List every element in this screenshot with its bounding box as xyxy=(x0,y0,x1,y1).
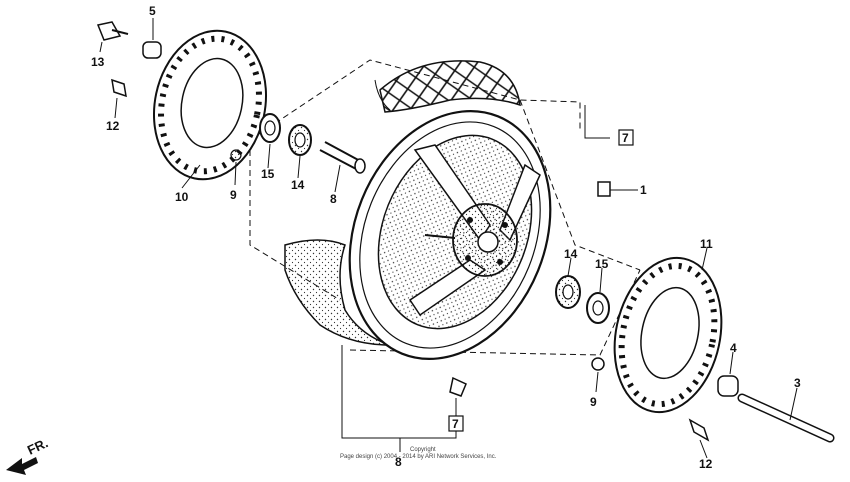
copyright-notice: Copyright Page design (c) 2004 - 2014 by… xyxy=(340,447,497,460)
label-11: 11 xyxy=(700,237,713,251)
label-7-box-bottom xyxy=(448,415,464,432)
copyright-line-2: Page design (c) 2004 - 2014 by ARI Netwo… xyxy=(340,454,497,460)
label-7-top: 7 xyxy=(622,131,629,145)
label-5: 5 xyxy=(149,4,156,18)
label-8-left: 8 xyxy=(330,192,337,206)
label-14-right: 14 xyxy=(564,247,578,261)
label-13: 13 xyxy=(91,55,105,69)
label-15-left: 15 xyxy=(261,167,275,181)
label-15-right: 15 xyxy=(595,257,609,271)
label-14-left: 14 xyxy=(291,178,305,192)
label-4: 4 xyxy=(730,341,737,355)
label-9-right: 9 xyxy=(590,395,597,409)
label-12-bottom: 12 xyxy=(699,457,713,471)
small-hardware xyxy=(96,21,835,443)
label-3: 3 xyxy=(794,376,801,390)
label-1: 1 xyxy=(640,183,647,197)
label-12-top: 12 xyxy=(106,119,120,133)
wheel-rim xyxy=(348,109,552,361)
part-labels: 5 13 12 10 9 15 14 8 7 1 11 14 15 4 3 9 … xyxy=(91,4,801,471)
label-8-bottom: 8 xyxy=(395,455,402,469)
tire-bottom-section xyxy=(284,239,391,346)
label-7-bottom: 7 xyxy=(452,417,459,431)
copyright-line-1: Copyright xyxy=(410,447,436,453)
front-direction-indicator: FR. xyxy=(6,435,50,475)
leader-lines xyxy=(99,18,798,459)
front-arrow-icon xyxy=(6,457,38,475)
left-bearing-group xyxy=(259,113,366,174)
front-label: FR. xyxy=(25,435,50,457)
tire-top-section xyxy=(374,60,521,113)
label-9-left: 9 xyxy=(230,188,237,202)
brake-disc-left xyxy=(152,29,268,181)
label-10: 10 xyxy=(175,190,189,204)
brake-disc-right xyxy=(613,256,723,414)
label-7-box-top xyxy=(618,129,634,146)
